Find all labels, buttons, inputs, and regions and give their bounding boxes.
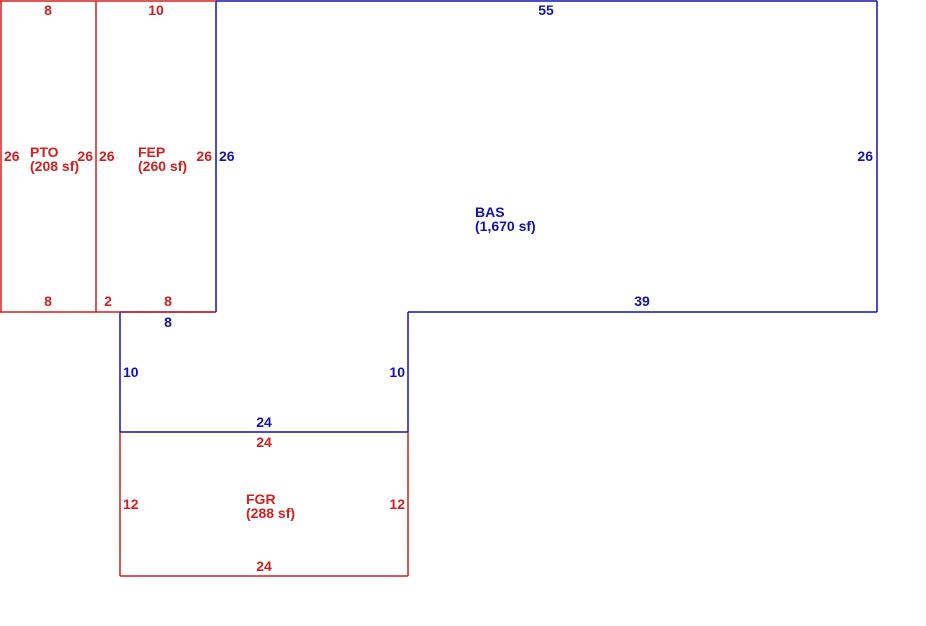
bas-dim-bottom-right: 39 — [634, 293, 650, 309]
bas-outline — [119, 0, 878, 433]
fgr-dim-top: 24 — [256, 434, 272, 450]
fgr-outline — [119, 432, 409, 577]
bas-dim-top: 55 — [538, 2, 554, 18]
fep-area-code: FEP — [138, 144, 165, 160]
fgr-labels: 24 12 12 24 FGR (288 sf) — [123, 434, 405, 574]
fep-area-value: (260 sf) — [138, 158, 187, 174]
fep-dim-left: 26 — [99, 148, 115, 164]
bas-area-value: (1,670 sf) — [475, 218, 536, 234]
bas-area-code: BAS — [475, 204, 505, 220]
fep-dim-bottom-a: 2 — [104, 293, 112, 309]
fgr-dim-bottom: 24 — [256, 558, 272, 574]
fgr-area-value: (288 sf) — [246, 505, 295, 521]
fep-outline — [96, 0, 216, 313]
pto-area-value: (208 sf) — [30, 158, 79, 174]
bas-dim-right: 26 — [857, 148, 873, 164]
pto-outline — [0, 0, 97, 313]
pto-dim-left: 26 — [4, 148, 20, 164]
fep-dim-top: 10 — [148, 2, 164, 18]
fgr-dim-right: 12 — [389, 496, 405, 512]
fgr-area-code: FGR — [246, 491, 276, 507]
fep-dim-bottom-b: 8 — [164, 293, 172, 309]
bas-dim-step-left: 10 — [123, 364, 139, 380]
pto-area-code: PTO — [30, 144, 59, 160]
pto-dim-bottom: 8 — [44, 293, 52, 309]
bas-labels: 55 26 26 39 8 10 10 24 BAS (1,670 sf) — [123, 2, 873, 430]
bas-dim-bottom: 24 — [256, 414, 272, 430]
fgr-dim-left: 12 — [123, 496, 139, 512]
bas-dim-bottom-left: 8 — [164, 314, 172, 330]
pto-labels: 8 26 26 8 PTO (208 sf) — [4, 2, 93, 309]
fep-dim-right: 26 — [196, 148, 212, 164]
pto-dim-top: 8 — [44, 2, 52, 18]
fep-labels: 10 26 26 2 8 FEP (260 sf) — [99, 2, 212, 309]
pto-dim-right: 26 — [77, 148, 93, 164]
bas-dim-step-right: 10 — [389, 364, 405, 380]
bas-dim-left-upper: 26 — [219, 148, 235, 164]
